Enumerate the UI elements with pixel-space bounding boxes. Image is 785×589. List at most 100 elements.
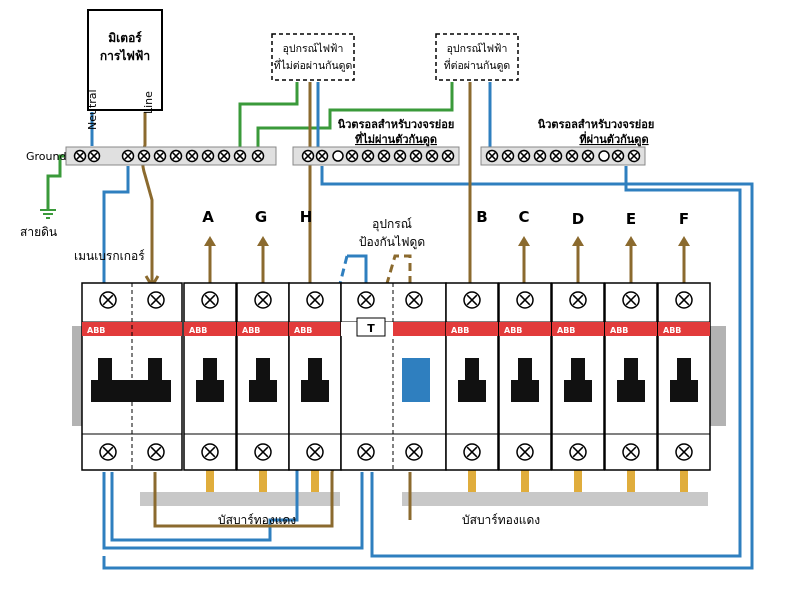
terminal-screw: [627, 149, 641, 163]
neutral-wire-main-in: [102, 166, 130, 283]
busbar-pin: [468, 470, 476, 492]
breaker-f-handle[interactable]: [670, 358, 698, 402]
breaker-h: ABB: [288, 282, 342, 471]
output-arrow: [518, 236, 530, 283]
busbar-pins: [206, 470, 688, 492]
terminal-screw: [405, 291, 423, 309]
terminal-screw: [345, 149, 359, 163]
terminal-screw: [121, 149, 135, 163]
circuit-label-b: B: [476, 208, 487, 226]
terminal-screw: [409, 149, 423, 163]
breaker-e-handle[interactable]: [617, 358, 645, 402]
terminal-screw: [463, 443, 481, 461]
output-arrow: [678, 236, 690, 283]
circuit-label-g: G: [255, 208, 267, 226]
terminal-screw: [393, 149, 407, 163]
terminal-screw: [99, 291, 117, 309]
circuit-letters: A G H B C D E F: [202, 208, 689, 228]
output-arrow: [204, 236, 216, 283]
breaker-c: ABB: [498, 282, 552, 471]
terminal-screw: [501, 149, 515, 163]
earth-label: สายดิน: [20, 225, 57, 239]
din-rail-right: [710, 326, 726, 426]
terminal-screw: [357, 291, 375, 309]
neutral-label: Neutral: [86, 89, 99, 130]
terminal-screw: [361, 149, 375, 163]
abb-logo: ABB: [189, 326, 207, 335]
terminal-screw: [377, 149, 391, 163]
meter-label-2: การไฟฟ้า: [100, 48, 150, 63]
breaker-b: ABB: [445, 282, 499, 471]
terminal-screw: [315, 149, 329, 163]
ground-wire: [46, 154, 65, 210]
terminal-screw: [201, 443, 219, 461]
circuit-label-e: E: [626, 210, 636, 228]
terminal-screw: [463, 291, 481, 309]
terminal-hole: [332, 150, 344, 162]
device-rcd-label-2: ที่ต่อผ่านกันดูด: [444, 58, 510, 72]
terminal-screw: [254, 443, 272, 461]
neutral-wire-bus: [110, 470, 299, 542]
terminal-screw: [581, 149, 595, 163]
ground-wire-device1: [238, 82, 299, 152]
terminal-screw: [153, 149, 167, 163]
terminal-screw: [301, 149, 315, 163]
terminal-screw: [405, 443, 423, 461]
terminal-screw: [251, 149, 265, 163]
ground-wire-device2: [256, 82, 454, 152]
busbar-left: [140, 492, 340, 506]
rcd-test-button[interactable]: T: [356, 317, 386, 337]
terminal-screw: [516, 291, 534, 309]
main-breaker-handle[interactable]: [91, 358, 171, 402]
terminal-screw: [147, 291, 165, 309]
abb-logo: ABB: [504, 326, 522, 335]
device-no-rcd-label-1: อุปกรณ์ไฟฟ้า: [283, 42, 344, 55]
device-rcd-box: [435, 33, 519, 81]
terminal-screw: [233, 149, 247, 163]
breaker-g-handle[interactable]: [249, 358, 277, 402]
busbar-pin: [680, 470, 688, 492]
breaker-b-handle[interactable]: [458, 358, 486, 402]
neutral-wire-main-out: [102, 472, 364, 550]
terminal-screws: [73, 149, 641, 163]
terminal-screw: [217, 149, 231, 163]
circuit-label-c: C: [518, 208, 529, 226]
device-rcd-label-1: อุปกรณ์ไฟฟ้า: [447, 42, 508, 55]
breaker-d-handle[interactable]: [564, 358, 592, 402]
meter-label-1: มิเตอร์: [108, 31, 142, 45]
breaker-c-handle[interactable]: [511, 358, 539, 402]
neutral-bar-no-rcd-label-2: ที่ไม่ผ่านตัวกันดูด: [355, 131, 437, 147]
rcd-label-1: อุปกรณ์: [372, 217, 412, 232]
rcd-label-2: ป้องกันไฟดูด: [359, 235, 425, 250]
terminal-hole: [598, 150, 610, 162]
terminal-screw: [569, 291, 587, 309]
circuit-label-d: D: [572, 210, 584, 228]
breaker-f: ABB: [657, 282, 711, 471]
breaker-e: ABB: [604, 282, 658, 471]
abb-logo: ABB: [663, 326, 681, 335]
terminal-screw: [185, 149, 199, 163]
terminal-screw: [73, 149, 87, 163]
terminal-screw: [675, 443, 693, 461]
abb-logo: ABB: [294, 326, 312, 335]
abb-logo: ABB: [610, 326, 628, 335]
terminal-screw: [137, 149, 151, 163]
rcd-handle[interactable]: [402, 358, 430, 402]
busbar-right: [402, 492, 708, 506]
abb-logo: ABB: [451, 326, 469, 335]
terminal-screw: [425, 149, 439, 163]
terminal-screw: [516, 443, 534, 461]
circuit-label-a: A: [202, 208, 214, 226]
busbar-pin: [206, 470, 214, 492]
breaker-a-handle[interactable]: [196, 358, 224, 402]
terminal-screw: [99, 443, 117, 461]
output-arrow: [257, 236, 269, 283]
terminal-screw: [622, 443, 640, 461]
breaker-h-handle[interactable]: [301, 358, 329, 402]
abb-logo: ABB: [242, 326, 260, 335]
terminal-screw: [569, 443, 587, 461]
busbar-pin: [521, 470, 529, 492]
terminal-screw: [87, 149, 101, 163]
